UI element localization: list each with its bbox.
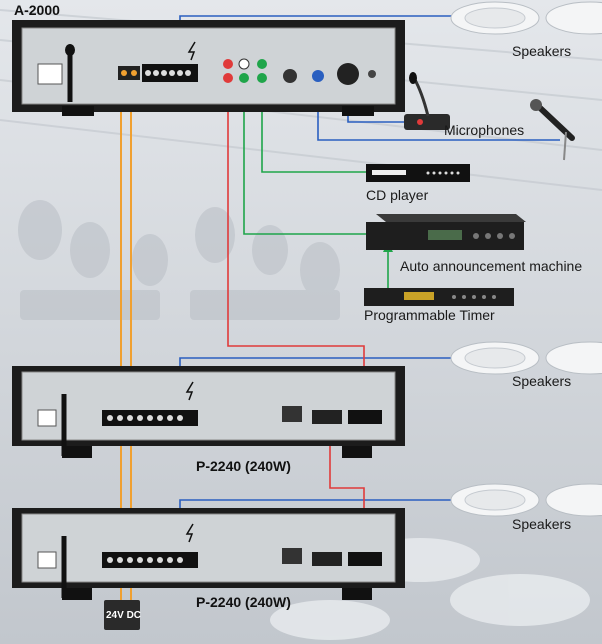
power-amp-2 <box>12 508 405 600</box>
programmable-timer-unit <box>364 288 514 306</box>
announcement-machine-label: Auto announcement machine <box>400 258 583 274</box>
speaker-icon <box>450 483 602 517</box>
cd-player-unit <box>366 164 470 182</box>
microphone-handheld-icon <box>530 99 575 161</box>
microphones-label: Microphones <box>444 122 525 138</box>
power-supply-label: 24V DC <box>106 610 142 621</box>
amp2-label: P-2240 (240W) <box>196 594 291 610</box>
power-supply-block: 24V DC <box>104 600 142 630</box>
speakers-label-3: Speakers <box>512 516 572 532</box>
speakers-label-1: Speakers <box>512 43 572 59</box>
announcement-machine-unit <box>366 214 526 250</box>
input-jacks <box>223 58 267 83</box>
microphone-desk-icon <box>404 72 450 130</box>
speakers-label-2: Speakers <box>512 373 572 389</box>
amp1-label: P-2240 (240W) <box>196 458 291 474</box>
speaker-icon <box>450 341 602 375</box>
power-amp-1 <box>12 366 405 458</box>
cd-player-label: CD player <box>366 187 429 203</box>
speaker-icon <box>450 1 602 35</box>
mixer-label: A-2000 <box>14 2 60 18</box>
mixer-amp-a2000 <box>12 20 405 116</box>
announcer-line <box>243 78 370 235</box>
programmable-timer-label: Programmable Timer <box>364 307 495 323</box>
